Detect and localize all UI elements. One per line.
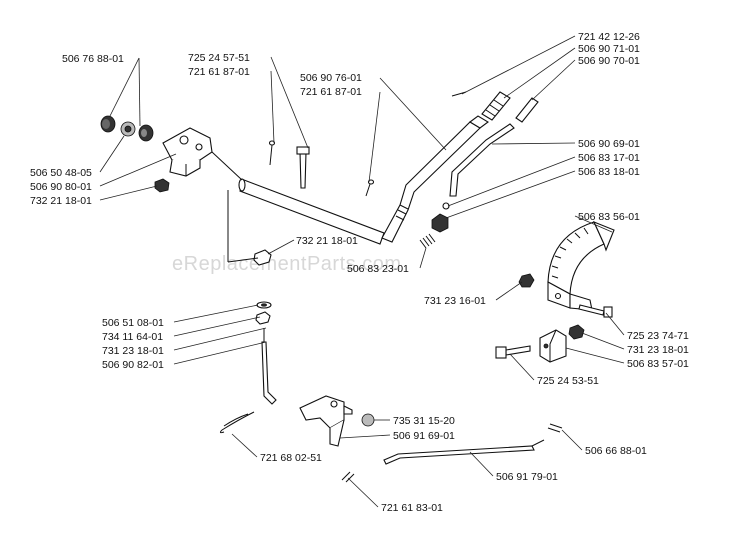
callout-label: 721 61 83-01: [381, 502, 443, 514]
callout-label: 735 31 15-20: [393, 415, 455, 427]
handle-lever: [381, 115, 489, 243]
callout-label: 721 61 87-01: [300, 86, 362, 98]
callout-label: 506 83 17-01: [578, 152, 640, 164]
grip-part-2: [515, 97, 539, 123]
callout-label: 506 83 56-01: [578, 211, 640, 223]
bolt-part-1: [296, 146, 310, 189]
callout-label: 734 11 64-01: [102, 331, 163, 343]
callout-label: 721 42 12-26: [578, 31, 640, 43]
clip-part-2: [547, 423, 563, 433]
collar-part: [431, 202, 450, 233]
nut-part-4: [255, 311, 271, 325]
lock-nut-part: [361, 413, 375, 427]
leader-lines: [99, 35, 625, 508]
washer-part: [256, 301, 272, 309]
callout-label: 506 50 48-05: [30, 167, 92, 179]
cable-tie: [451, 91, 467, 97]
callout-label: 731 23 18-01: [627, 344, 689, 356]
callout-label: 506 76 88-01: [62, 53, 124, 65]
callout-label: 506 51 08-01: [102, 317, 164, 329]
control-rod: [449, 123, 515, 197]
nut-part-3: [253, 249, 272, 266]
callout-label: 506 90 76-01: [300, 72, 362, 84]
bottom-rod: [383, 439, 545, 465]
cotter-pin-1: [268, 140, 276, 166]
bolt-part-2: [578, 304, 613, 318]
callout-label: 506 90 71-01: [578, 43, 640, 55]
callout-label: 506 90 82-01: [102, 359, 164, 371]
spring-part: [419, 233, 436, 249]
callout-label: 506 91 69-01: [393, 430, 455, 442]
pivot-bracket: [162, 127, 213, 177]
bushing-part: [138, 124, 154, 142]
callout-label: 725 23 74-71: [627, 330, 689, 342]
callout-label: 506 83 18-01: [578, 166, 640, 178]
callout-label: 506 66 88-01: [585, 445, 647, 457]
callout-label: 721 68 02-51: [260, 452, 322, 464]
callout-label: 731 23 18-01: [102, 345, 164, 357]
lower-bracket: [299, 395, 353, 447]
cross-shaft: [211, 151, 385, 245]
grip-part-1: [481, 91, 511, 121]
cap-part-1: [100, 115, 116, 133]
callout-label: 506 90 80-01: [30, 181, 92, 193]
block-part: [539, 329, 567, 363]
callout-label: 732 21 18-01: [30, 195, 92, 207]
axis-line-2: [227, 257, 259, 263]
link-rod: [261, 328, 277, 405]
callout-label: 725 24 53-51: [537, 375, 599, 387]
hairpin-clip: [219, 411, 255, 434]
cotter-pin-2: [365, 179, 375, 197]
callout-label: 506 90 69-01: [578, 138, 640, 150]
nut-part-2: [518, 273, 535, 288]
cap-part-2: [120, 121, 136, 137]
callout-label: 506 83 23-01: [347, 263, 409, 275]
callout-label: 721 61 87-01: [188, 66, 250, 78]
clip-part-1: [341, 471, 355, 483]
callout-label: 506 91 79-01: [496, 471, 558, 483]
callout-label: 732 21 18-01: [296, 235, 358, 247]
callout-label: 506 83 57-01: [627, 358, 689, 370]
watermark: eReplacementParts.com: [172, 253, 401, 275]
hex-nut-part: [568, 324, 585, 340]
sector-gear: [547, 220, 615, 311]
bolt-part-3: [495, 345, 531, 359]
callout-label: 731 23 16-01: [424, 295, 486, 307]
callout-label: 506 90 70-01: [578, 55, 640, 67]
callout-label: 725 24 57-51: [188, 52, 250, 64]
nut-part: [154, 178, 170, 193]
